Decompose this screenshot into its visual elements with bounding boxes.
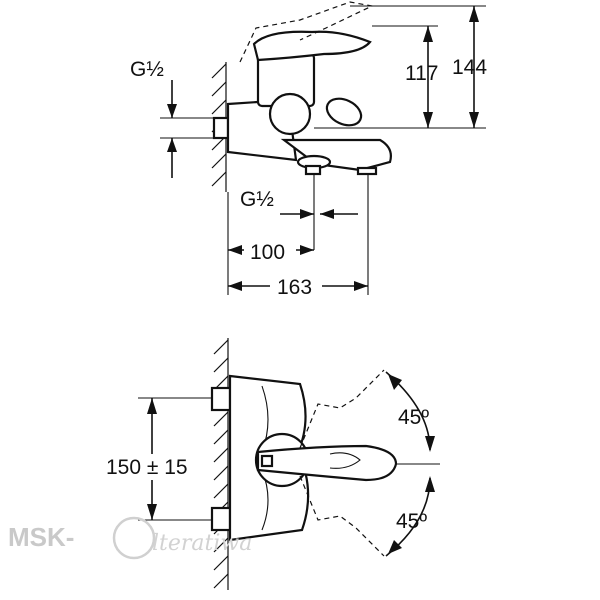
side-spout-outlet-right (356, 166, 378, 176)
side-thread-spout-label: G½ (240, 188, 274, 211)
side-view: G½ 117 144 G½ 100 163 (130, 1, 487, 299)
top-connector-lower (210, 506, 232, 532)
top-dim-centers: 150 ± 15 (106, 456, 188, 479)
top-angle-lower: 45º (396, 510, 427, 533)
top-lever-handle (256, 444, 398, 482)
watermark-brand: MSK- (8, 522, 74, 552)
side-thermo-knob (325, 97, 363, 127)
side-lever-handle (252, 30, 372, 62)
top-lever-swing-upper (299, 369, 385, 449)
side-wall-connector (212, 116, 230, 140)
side-spout-outlet-left (304, 164, 322, 176)
side-dim-117: 117 (405, 62, 438, 85)
side-dim-163: 163 (277, 276, 312, 299)
top-angle-upper: 45º (398, 406, 429, 429)
side-dim-100: 100 (250, 241, 285, 264)
top-view: 150 ± 15 45º 45º (104, 338, 440, 590)
side-dim-144: 144 (452, 56, 487, 79)
top-connector-upper (210, 386, 232, 412)
side-diverter-knob (268, 92, 312, 136)
top-lever-swing-lower (299, 475, 385, 557)
watermark: MSK- lteratiwa (8, 516, 252, 560)
watermark-logo (112, 516, 156, 560)
top-lever-logo (260, 454, 274, 468)
side-lever-open-position (239, 1, 374, 63)
side-thread-wall-label: G½ (130, 58, 164, 81)
watermark-script: lteratiwa (152, 531, 252, 556)
